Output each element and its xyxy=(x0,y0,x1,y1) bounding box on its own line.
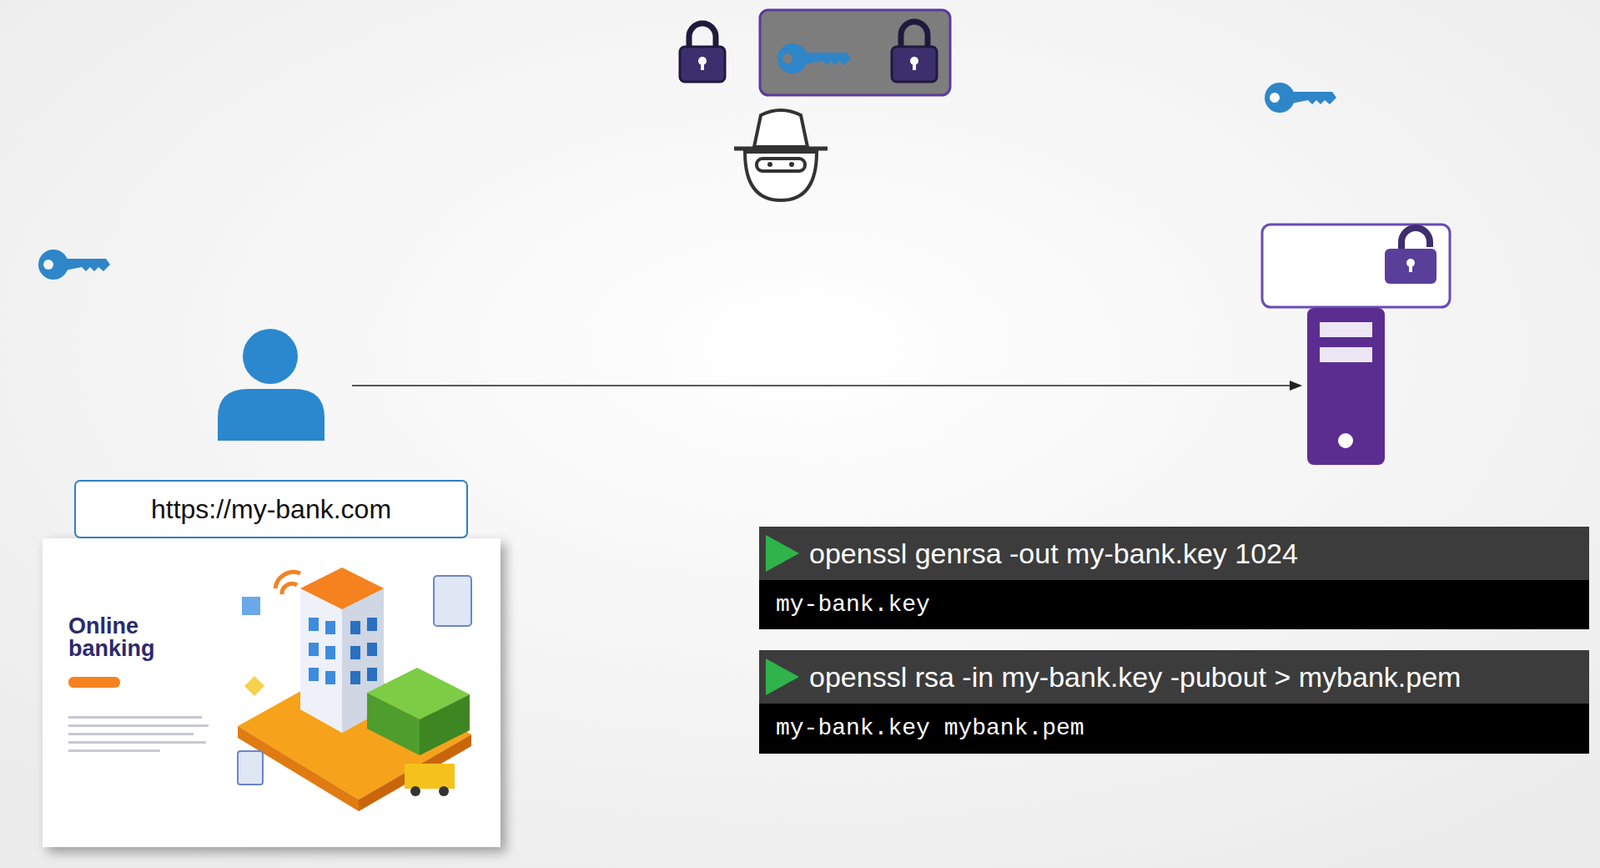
key-icon xyxy=(1264,82,1337,113)
text-line xyxy=(68,740,207,744)
command-text: openssl genrsa -out my-bank.key 1024 xyxy=(809,526,1299,580)
user-head xyxy=(242,328,298,384)
page-card xyxy=(42,538,501,847)
arrow-line xyxy=(352,384,1294,387)
intercepted-package xyxy=(759,10,951,96)
truck-wheel xyxy=(410,785,421,796)
run-triangle xyxy=(765,534,800,572)
window xyxy=(325,645,336,660)
small-icon xyxy=(241,596,261,615)
page-heading: Online banking xyxy=(68,614,186,660)
key-hole xyxy=(1269,92,1280,103)
terminal-output: my-bank.key xyxy=(759,579,1590,629)
keyhole xyxy=(700,61,705,71)
window xyxy=(308,667,319,681)
address-bar: https://my-bank.com xyxy=(74,479,468,539)
server-light xyxy=(1338,432,1354,448)
open-lock-shackle xyxy=(1401,227,1430,252)
hacker-face xyxy=(744,151,817,201)
money-stack xyxy=(419,694,470,755)
text-line xyxy=(68,715,202,719)
output-text: my-bank.key xyxy=(775,579,931,629)
terminal-panel: openssl rsa -in my-bank.key -pubout > my… xyxy=(759,649,1590,754)
money-stack xyxy=(367,692,420,755)
window xyxy=(308,642,319,656)
server-lock-box xyxy=(1262,224,1450,307)
window xyxy=(325,620,336,634)
key-blade xyxy=(804,52,851,66)
page-button xyxy=(68,676,121,688)
key-head xyxy=(38,249,69,280)
window xyxy=(367,642,378,656)
window xyxy=(308,617,319,631)
window xyxy=(350,645,361,660)
arrow-head xyxy=(1289,380,1303,391)
hacker-glasses xyxy=(756,158,806,172)
request-arrow xyxy=(352,380,1303,391)
run-triangle xyxy=(765,658,800,695)
terminal-panel: openssl genrsa -out my-bank.key 1024my-b… xyxy=(759,526,1590,629)
key-blade xyxy=(1291,91,1337,105)
window xyxy=(325,670,336,685)
key-icon xyxy=(38,249,111,280)
web-page xyxy=(42,538,501,847)
wifi-symbol xyxy=(281,583,297,594)
truck-wheel xyxy=(438,785,449,796)
terminal-header: openssl rsa -in my-bank.key -pubout > my… xyxy=(759,649,1590,704)
truck xyxy=(404,763,455,789)
key-blade xyxy=(65,258,111,272)
web-page-card: Online banking xyxy=(42,538,501,847)
window xyxy=(350,620,361,634)
phone xyxy=(237,750,263,785)
lock-body xyxy=(891,46,937,82)
keyhole xyxy=(912,61,916,71)
server-bay xyxy=(1319,322,1373,338)
window xyxy=(350,670,361,685)
platform-side xyxy=(237,725,359,811)
hacker-eye xyxy=(767,161,773,167)
server-bay xyxy=(1319,347,1373,363)
hacker-icon xyxy=(734,110,828,201)
text-line xyxy=(68,732,194,735)
terminal-output: my-bank.key mybank.pem xyxy=(759,703,1590,754)
lock-icon xyxy=(679,23,725,82)
hacker-eye xyxy=(789,161,795,167)
platform xyxy=(237,663,472,800)
url-text: https://my-bank.com xyxy=(139,493,403,525)
keyhole xyxy=(1408,263,1413,272)
run-icon xyxy=(762,656,803,697)
key-hole xyxy=(43,259,54,270)
text-line xyxy=(68,749,161,752)
screen-panel xyxy=(433,575,472,626)
building-roof xyxy=(300,567,384,609)
text-line xyxy=(68,724,209,727)
hacker-hat xyxy=(754,110,808,147)
server-body xyxy=(1307,307,1385,465)
user-body xyxy=(217,388,325,441)
key-head xyxy=(777,43,808,74)
run-icon xyxy=(762,533,803,574)
package-box xyxy=(759,10,951,96)
lock-body xyxy=(1384,248,1437,284)
shield-icon xyxy=(244,675,265,696)
server-icon xyxy=(1307,307,1385,465)
window xyxy=(367,617,378,631)
lock-body xyxy=(679,46,725,82)
output-text: my-bank.key mybank.pem xyxy=(775,703,1085,754)
terminal-header: openssl genrsa -out my-bank.key 1024 xyxy=(759,526,1590,580)
user-icon xyxy=(217,328,325,441)
lock-box xyxy=(1262,224,1450,307)
key-hole xyxy=(782,53,793,64)
key-head xyxy=(1264,82,1295,113)
hat-brim xyxy=(734,146,828,151)
command-text: openssl rsa -in my-bank.key -pubout > my… xyxy=(809,649,1461,704)
window xyxy=(367,667,378,681)
